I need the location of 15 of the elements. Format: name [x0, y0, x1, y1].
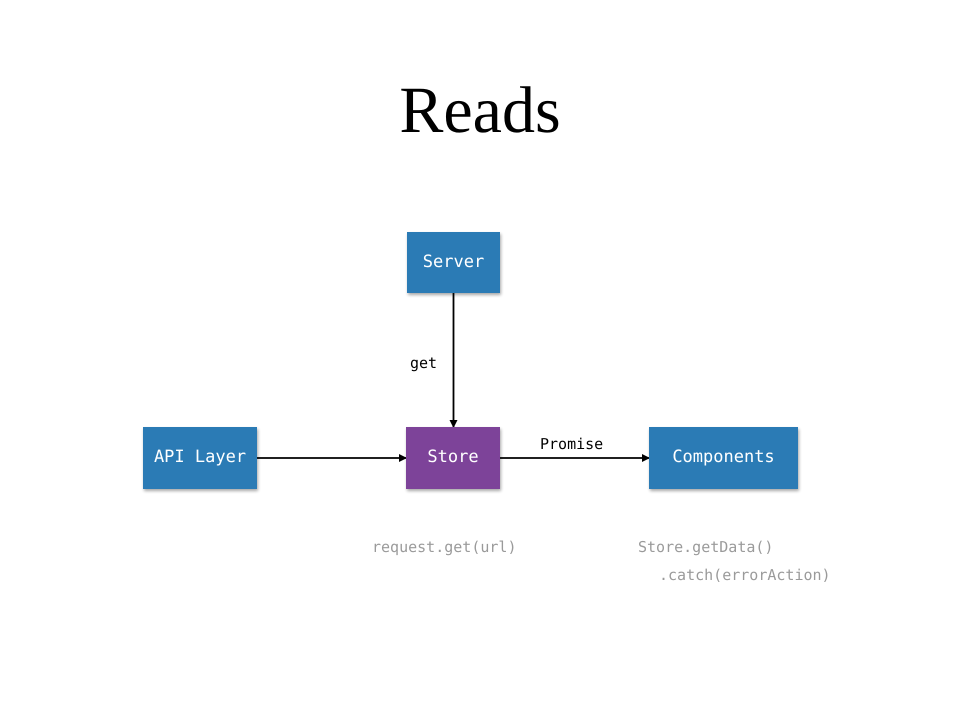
node-label: Store: [427, 446, 479, 470]
node-label: Components: [672, 446, 775, 470]
node-label: API Layer: [154, 446, 246, 470]
process-box: [649, 427, 798, 489]
node-label: Server: [422, 250, 484, 274]
process-box: [143, 427, 257, 489]
code-note: request.get(url): [372, 537, 516, 558]
arrow: [450, 293, 458, 428]
title: Reads: [398, 78, 562, 144]
process-box: [407, 232, 500, 293]
process-box: [406, 427, 500, 489]
code-note: .catch(errorAction): [659, 565, 831, 586]
arrow: [500, 454, 650, 462]
arrow: [257, 454, 407, 462]
code-note: Store.getData(): [638, 537, 774, 558]
